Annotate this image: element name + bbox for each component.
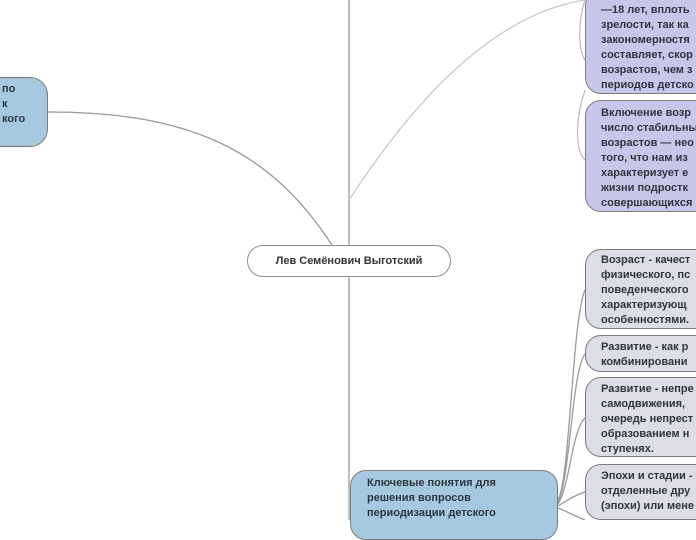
topic-node-development-1[interactable]: Развитие - как р комбинировани [585,335,696,372]
topic-node-development-2[interactable]: Развитие - непре самодвижения, очередь н… [585,377,696,457]
connector-lines [47,0,586,520]
topic-node-key-concepts[interactable]: Ключевые понятия для решения вопросов пе… [350,470,558,540]
topic-node-left[interactable]: по к кого [0,77,48,147]
link-key-offscreen [557,507,586,520]
topic-node-age[interactable]: Возраст - качест физического, пс поведен… [585,249,696,329]
topic-node-top-2[interactable]: Включение возр число стабильны возрастов… [585,100,696,212]
link-key-age [557,289,586,501]
link-top2 [576,89,586,161]
link-top1 [579,0,586,61]
root-node[interactable]: Лев Семёнович Выготский [247,245,451,277]
link-key-dev2 [557,417,586,505]
link-root-left [47,111,333,246]
topic-node-top-1[interactable]: —18 лет, вплоть зрелости, так ка законом… [585,0,696,94]
topic-node-epochs[interactable]: Эпохи и стадии - отделенные дру (эпохи) … [585,464,696,520]
link-key-epochs [557,491,586,507]
link-root-top [348,0,586,201]
link-key-dev1 [557,353,586,503]
